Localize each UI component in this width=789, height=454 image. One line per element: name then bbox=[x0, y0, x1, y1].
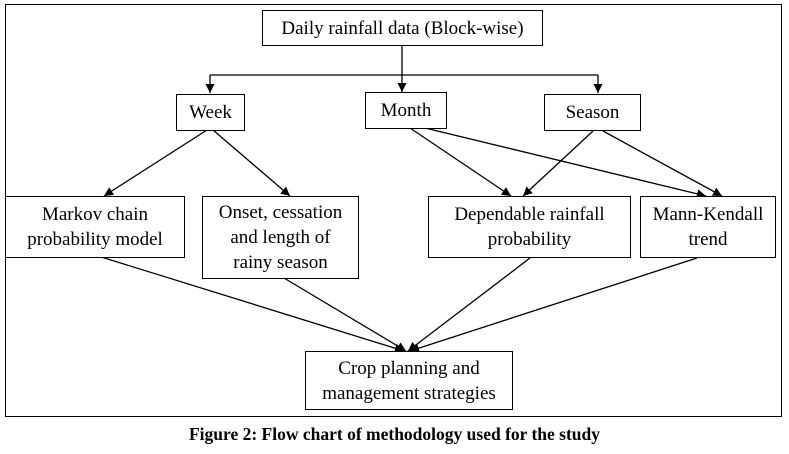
node-month: Month bbox=[365, 92, 447, 129]
edge-season-to-dependable bbox=[522, 130, 594, 197]
node-daily-rainfall-data: Daily rainfall data (Block-wise) bbox=[262, 10, 543, 46]
node-onset-cessation: Onset, cessation and length of rainy sea… bbox=[202, 196, 359, 279]
node-dependable-rainfall: Dependable rainfall probability bbox=[428, 196, 631, 258]
edge-season-to-mannkendall bbox=[602, 130, 723, 197]
figure-caption: Figure 2: Flow chart of methodology used… bbox=[188, 424, 601, 444]
node-season: Season bbox=[544, 94, 641, 131]
edge-week-to-markov bbox=[103, 129, 208, 197]
edge-month-to-mannkendall bbox=[424, 127, 707, 199]
edge-mannkendall-to-crop bbox=[409, 257, 698, 353]
edge-month-to-dependable bbox=[409, 127, 512, 197]
edge-onset-to-crop bbox=[283, 277, 407, 352]
node-crop-planning: Crop planning and management strategies bbox=[305, 351, 513, 410]
edge-week-to-onset bbox=[212, 129, 291, 197]
node-markov-chain-model: Markov chain probability model bbox=[5, 196, 185, 258]
node-mann-kendall-trend: Mann-Kendall trend bbox=[640, 196, 776, 258]
edge-markov-to-crop bbox=[97, 255, 405, 353]
edge-dependable-to-crop bbox=[407, 257, 531, 352]
node-week: Week bbox=[176, 94, 245, 131]
